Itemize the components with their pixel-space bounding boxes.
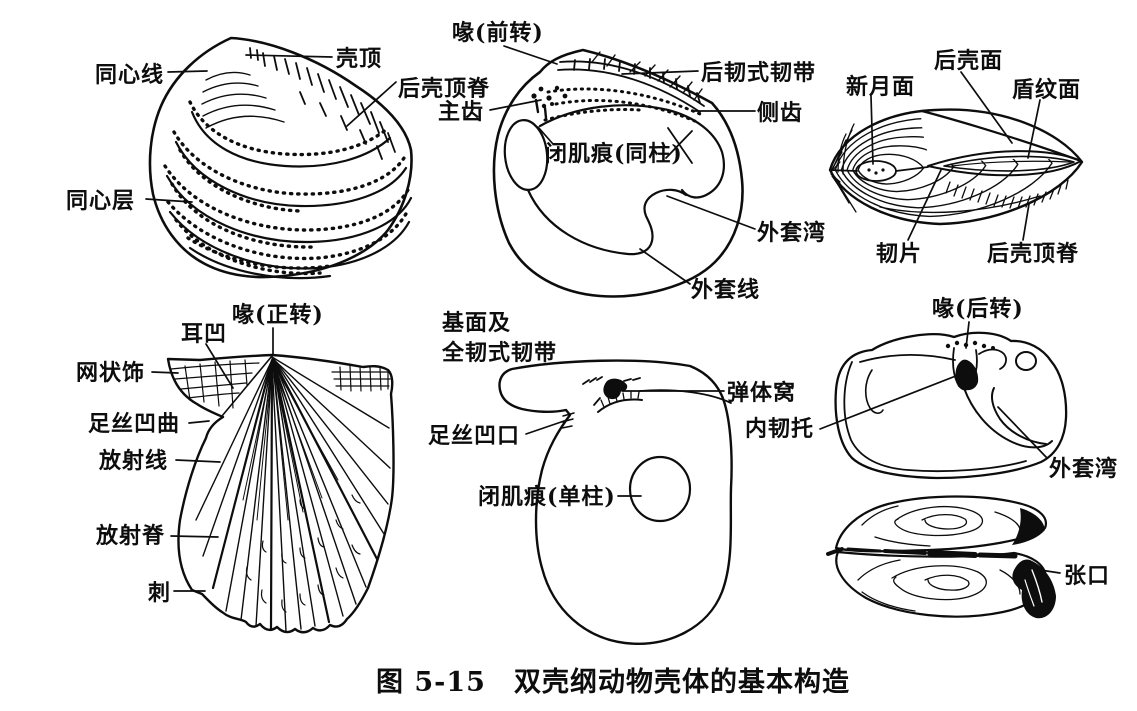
valve-interior-hinge-illustration <box>492 48 744 298</box>
label-pallial-line: 外套线 <box>691 277 761 303</box>
leader-lines <box>145 45 1061 592</box>
label-concentric-lines: 同心线 <box>95 62 165 88</box>
label-cardinal-tooth: 主齿 <box>438 99 485 125</box>
label-umbo: 壳顶 <box>336 46 383 72</box>
label-posterior-umbonal-ridge-1: 后壳顶脊 <box>398 76 491 102</box>
label-resilifer: 弹体窝 <box>727 380 797 406</box>
scallop-valve-illustration <box>166 353 395 634</box>
label-radial-lines: 放射线 <box>99 448 169 474</box>
label-pallial-sinus-1: 外套湾 <box>757 220 827 246</box>
label-base-line1: 基面及 <box>442 310 512 336</box>
label-lateral-tooth: 侧齿 <box>757 100 804 126</box>
shell-exterior-concentric-illustration <box>148 36 413 280</box>
label-base-line2: 全韧式韧带 <box>442 340 558 367</box>
label-adductor-scars-isomyarian: 闭肌痕(同柱) <box>545 141 683 167</box>
label-chondrophore: 内韧托 <box>745 416 815 442</box>
label-posterior-umbonal-ridge-2: 后壳顶脊 <box>987 241 1080 267</box>
label-adductor-scar-monomyarian: 闭肌痕(单柱) <box>478 484 616 510</box>
opisthogyrate-valve-and-gaping-shell-illustration <box>826 331 1068 619</box>
label-ear-notch: 耳凹 <box>181 321 228 347</box>
dorsal-view-illustration <box>828 108 1084 226</box>
label-ligament-plate: 韧片 <box>876 241 923 267</box>
label-concentric-layers: 同心层 <box>66 188 136 214</box>
label-pallial-sinus-2: 外套湾 <box>1049 456 1119 482</box>
label-beak-orthogyrate: 喙(正转) <box>232 302 324 328</box>
valve-interior-monomyarian-illustration <box>498 359 733 645</box>
label-opisthodetic-ligament: 后韧式韧带 <box>701 60 817 86</box>
label-spines: 刺 <box>148 580 172 606</box>
label-gape: 张口 <box>1064 563 1111 589</box>
label-reticulate-ornament: 网状饰 <box>76 360 146 386</box>
label-byssal-sinus: 足丝凹曲 <box>88 411 181 437</box>
label-byssal-notch: 足丝凹口 <box>428 423 521 449</box>
label-radial-ridges: 放射脊 <box>96 523 166 549</box>
label-beak-prosogyrate: 喙(前转) <box>452 20 544 46</box>
figure-caption: 图 5-15 双壳纲动物壳体的基本构造 <box>376 667 850 698</box>
label-posterior-shell-face: 后壳面 <box>934 48 1004 74</box>
label-base-and-amphidetic-ligament: 基面及 全韧式韧带 <box>442 308 557 369</box>
label-escutcheon: 盾纹面 <box>1012 77 1082 103</box>
label-lunule: 新月面 <box>846 74 916 100</box>
label-beak-opisthogyrate: 喙(后转) <box>932 296 1024 322</box>
